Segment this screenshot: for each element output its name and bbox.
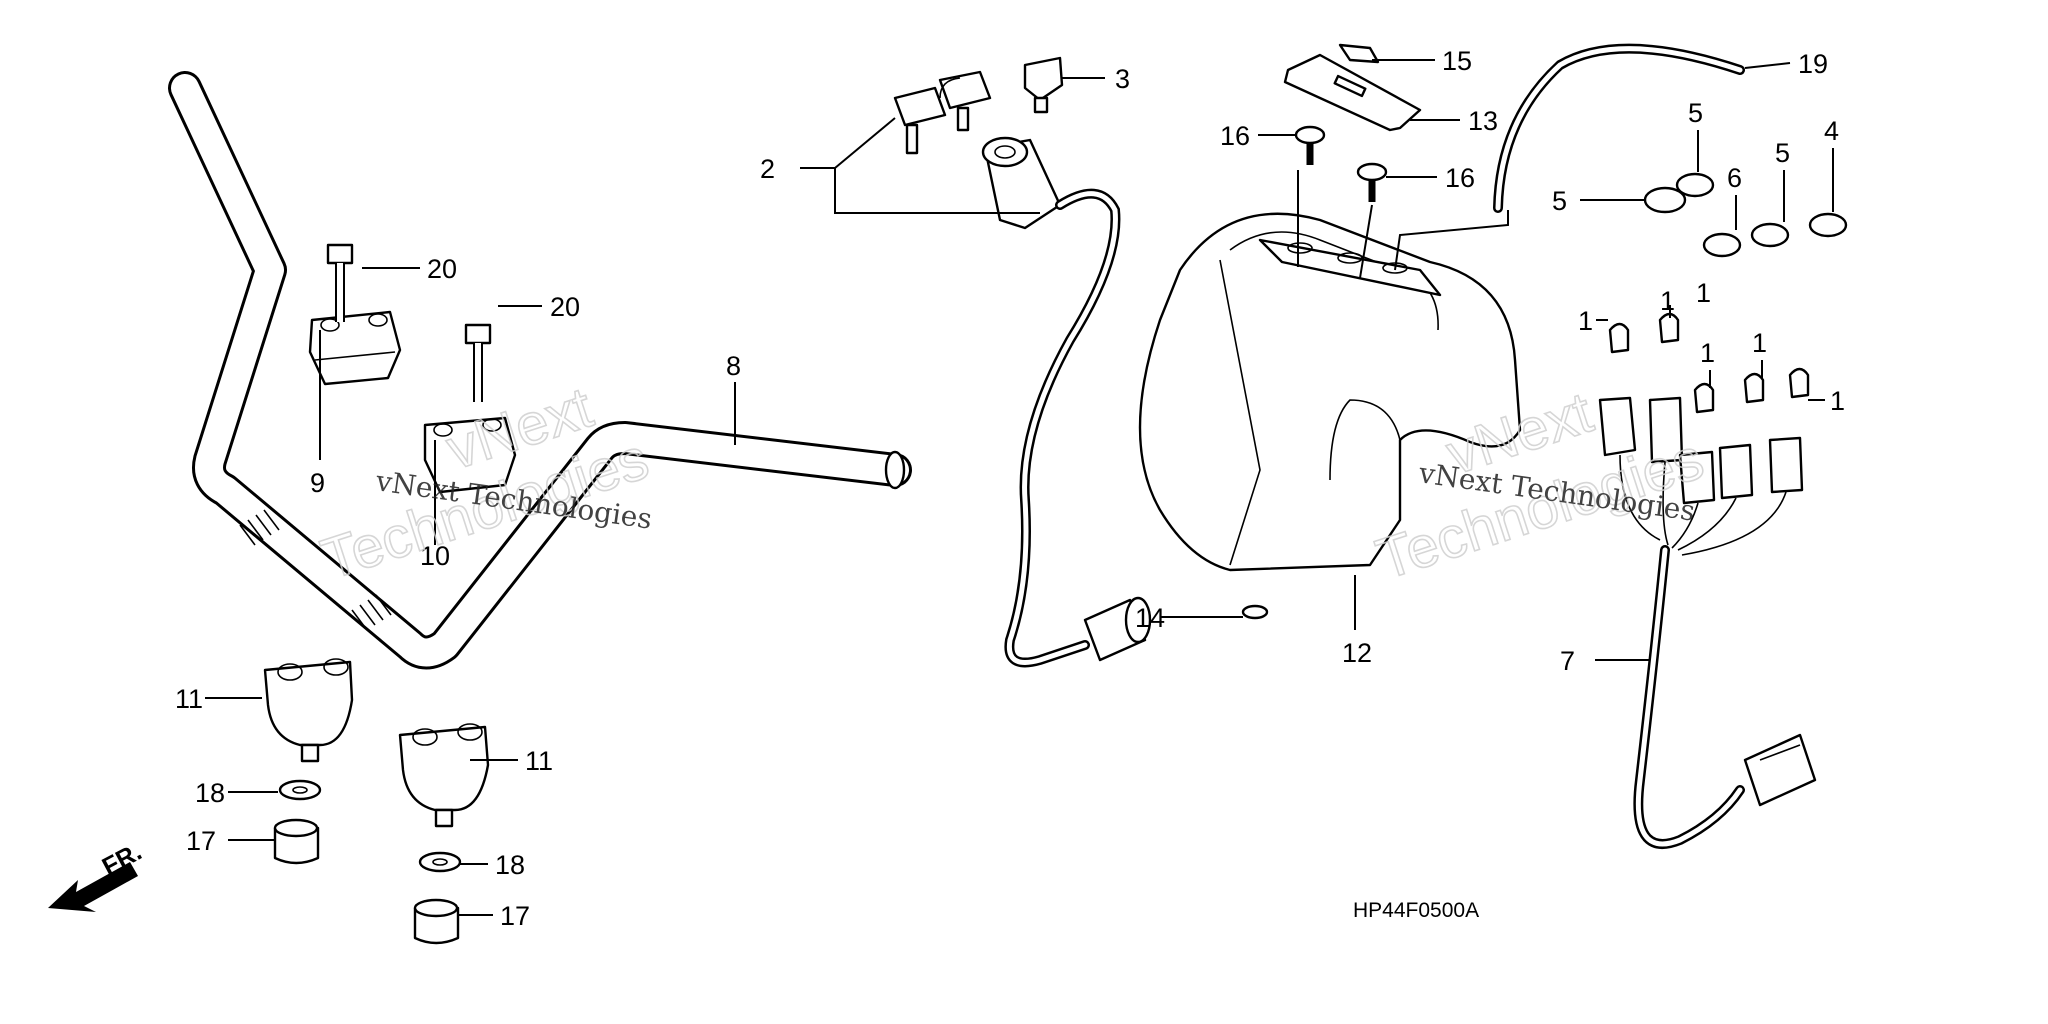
callout-5a: 5 xyxy=(1552,186,1567,216)
callout-15: 15 xyxy=(1442,46,1472,76)
callout-14: 14 xyxy=(1135,603,1165,633)
callout-12: 12 xyxy=(1342,638,1372,668)
callout-3: 3 xyxy=(1115,64,1130,94)
ignition-wire xyxy=(1004,188,1121,668)
callout-labels: 1 1 1 1 1 1 2 3 4 5 5 5 6 7 8 9 10 11 11… xyxy=(175,46,1845,931)
callout-16b: 16 xyxy=(1445,163,1475,193)
callout-1f: 1 xyxy=(1578,306,1593,336)
upper-holder-left xyxy=(308,310,402,386)
callout-19: 19 xyxy=(1798,49,1828,79)
callout-1b: 1 xyxy=(1660,286,1675,316)
ignition-key-set xyxy=(893,70,992,155)
lens-caps xyxy=(1643,172,1848,258)
callout-5c: 5 xyxy=(1775,138,1790,168)
callout-6: 6 xyxy=(1727,163,1742,193)
bolt-left xyxy=(326,243,354,322)
leader-lines xyxy=(205,59,1834,916)
upper-holder-right xyxy=(423,416,517,494)
callout-5b: 5 xyxy=(1688,98,1703,128)
callout-18b: 18 xyxy=(495,850,525,880)
nut-right xyxy=(413,898,460,945)
callout-20a: 20 xyxy=(427,254,457,284)
callout-17b: 17 xyxy=(500,901,530,931)
handlebar xyxy=(168,71,912,670)
front-arrow: FR. xyxy=(48,838,146,912)
callout-1d: 1 xyxy=(1752,328,1767,358)
nut-left xyxy=(273,818,320,865)
callout-1a: 1 xyxy=(1696,278,1711,308)
callout-11a: 11 xyxy=(175,684,203,714)
callout-20b: 20 xyxy=(550,292,580,322)
front-marker: FR. xyxy=(98,838,147,882)
ignition-connector xyxy=(1083,596,1152,662)
screw-right xyxy=(1356,162,1388,202)
lower-holder-right xyxy=(398,723,490,828)
callout-17a: 17 xyxy=(186,826,216,856)
callout-7: 7 xyxy=(1560,646,1575,676)
callout-1e: 1 xyxy=(1830,386,1845,416)
switch-cap xyxy=(1023,56,1064,114)
handlebar-cover xyxy=(1138,212,1522,572)
callout-1c: 1 xyxy=(1700,338,1715,368)
callout-8: 8 xyxy=(726,351,741,381)
screw-left xyxy=(1294,125,1326,165)
callout-10: 10 xyxy=(420,541,450,571)
callout-13: 13 xyxy=(1468,106,1498,136)
washer-right xyxy=(418,851,462,873)
grommet-14 xyxy=(1241,604,1269,620)
callout-2: 2 xyxy=(760,154,775,184)
breather-tube xyxy=(1493,43,1745,213)
washer-left xyxy=(278,779,322,801)
cover-plate xyxy=(1283,53,1422,132)
diagram-code: HP44F0500A xyxy=(1353,899,1479,922)
bolt-right xyxy=(464,323,492,402)
callout-4: 4 xyxy=(1824,116,1839,146)
bulb-sockets xyxy=(1598,396,1804,505)
callout-9: 9 xyxy=(310,468,325,498)
bulbs xyxy=(1608,312,1810,414)
cover-clip xyxy=(1338,43,1380,64)
callout-16a: 16 xyxy=(1220,121,1250,151)
watermark-left: Technologies vNext vNext Technologies xyxy=(313,374,657,593)
wire-harness xyxy=(1619,454,1787,849)
lower-holder-left xyxy=(263,658,354,763)
callout-18a: 18 xyxy=(195,778,225,808)
harness-connector xyxy=(1743,733,1817,807)
ignition-switch-body xyxy=(981,136,1062,230)
callout-11b: 11 xyxy=(525,746,553,776)
